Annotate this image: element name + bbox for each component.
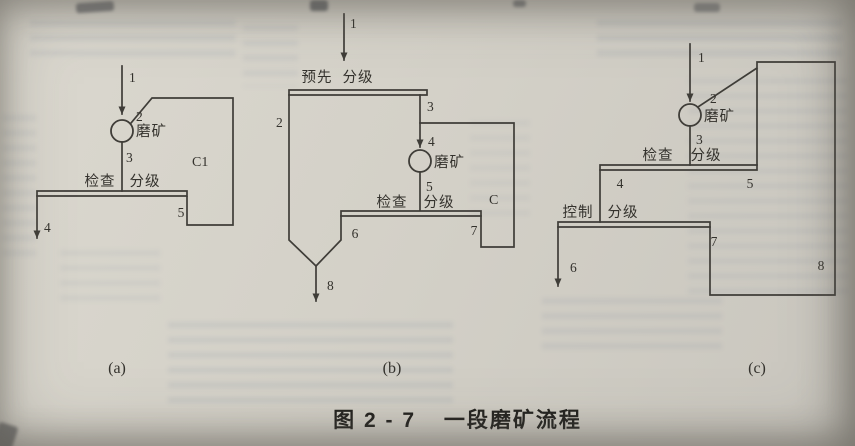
c-mill-label: 磨矿	[704, 108, 735, 125]
bleedthrough-smudge	[30, 20, 235, 62]
a-check-classifier	[36, 190, 188, 197]
c-stream-6-label: 6	[570, 260, 577, 275]
bleedthrough-smudge	[470, 120, 530, 220]
flowsheet-a-diagram: 1 2 3 4 5 磨矿 检查 分级 C1 (a)	[33, 65, 234, 377]
b-circulating-load-label: C	[489, 193, 498, 208]
c-stream-3-label: 3	[696, 132, 703, 147]
flowsheet-b-diagram: 1 预先 分级 2 3 4 磨矿 5 检查 分级 6 7 C 8 (b)	[276, 13, 515, 377]
a-stream-5-label: 5	[178, 205, 185, 220]
figure-caption-number: 图 2 - 7	[333, 409, 416, 432]
c-check-grade-label: 分级	[691, 147, 722, 164]
c-flow-lines	[599, 61, 836, 296]
b-flow-lines	[288, 94, 515, 268]
b-pre-grade-label: 分级	[343, 69, 374, 86]
b-mill-circle	[408, 149, 432, 173]
a-check-label: 检查	[85, 173, 116, 190]
bleedthrough-smudge	[2, 115, 36, 265]
a-mill-circle	[110, 119, 134, 143]
b-stream-6-label: 6	[352, 226, 359, 241]
scan-artifact	[513, 0, 526, 7]
figure-caption-title: 一段磨矿流程	[443, 409, 582, 432]
c-control-label: 控制	[563, 204, 594, 221]
a-stream-3-label: 3	[126, 150, 133, 165]
a-mill-label: 磨矿	[136, 123, 167, 140]
b-stream-8-label: 8	[327, 278, 334, 293]
flowsheet-c-diagram: 1 2 磨矿 3 检查 分级 4 5 控制 分级 6 7 8 (c)	[554, 43, 836, 377]
bleedthrough-smudge	[243, 25, 298, 87]
b-pre-classifier	[288, 89, 428, 96]
b-sublabel: (b)	[383, 360, 402, 377]
c-stream-1-label: 1	[698, 50, 705, 65]
b-stream-2-label: 2	[276, 115, 283, 130]
c-check-classifier	[599, 164, 758, 171]
a-circulating-load-label: C1	[192, 155, 208, 170]
b-grade-label: 分级	[424, 194, 455, 211]
c-stream-5-label: 5	[747, 176, 754, 191]
a-flow-lines	[121, 97, 234, 226]
bleedthrough-smudge	[60, 250, 160, 310]
b-stream-7-label: 7	[471, 223, 478, 238]
c-stream-8-label: 8	[818, 258, 825, 273]
a-stream-4-label: 4	[44, 220, 51, 235]
scan-artifact	[310, 0, 328, 11]
b-mill-label: 磨矿	[434, 154, 465, 171]
b-check-label: 检查	[377, 194, 408, 211]
c-stream-7-label: 7	[711, 234, 718, 249]
c-control-grade-label: 分级	[608, 204, 639, 221]
a-stream-2-label: 2	[136, 109, 143, 124]
b-pre-label: 预先	[302, 69, 333, 86]
b-stream-3-label: 3	[427, 99, 434, 114]
bleedthrough-smudge	[168, 322, 453, 404]
bleedthrough-smudge	[542, 298, 722, 358]
b-stream-5-label: 5	[426, 179, 433, 194]
figure-caption: 图 2 - 7 一段磨矿流程	[60, 404, 855, 434]
a-grade-label: 分级	[130, 173, 161, 190]
c-stream-4-label: 4	[617, 176, 624, 191]
c-check-label: 检查	[643, 147, 674, 164]
a-stream-1-label: 1	[129, 70, 136, 85]
c-control-classifier	[557, 221, 711, 228]
bleedthrough-smudge	[688, 78, 848, 303]
c-stream-2-label: 2	[710, 91, 717, 106]
scan-artifact	[694, 3, 720, 12]
bleedthrough-smudge	[597, 20, 842, 56]
b-check-classifier	[340, 210, 482, 217]
b-stream-1-label: 1	[350, 16, 357, 31]
c-sublabel: (c)	[748, 360, 766, 377]
b-stream-4-label: 4	[428, 134, 435, 149]
a-sublabel: (a)	[108, 360, 126, 377]
